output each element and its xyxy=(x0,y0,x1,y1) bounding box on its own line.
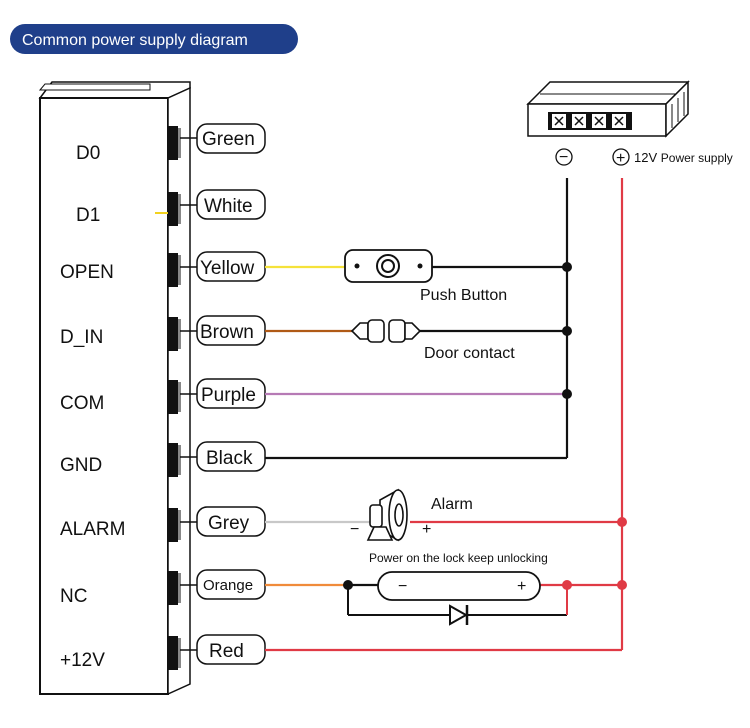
controller-body xyxy=(38,81,191,696)
pin-label-open: OPEN xyxy=(60,262,114,283)
terminal-blocks xyxy=(167,126,181,670)
lock-plus-sign: + xyxy=(517,578,526,595)
wire-label-boxes xyxy=(196,123,266,665)
alarm-minus-sign: − xyxy=(350,521,359,538)
junction-dot xyxy=(562,262,572,272)
terminal-stubs xyxy=(180,137,197,651)
psu-plus-terminal xyxy=(612,148,630,166)
pin-label-12v: +12V xyxy=(60,650,105,671)
junction-dot xyxy=(343,580,353,590)
junction-dot xyxy=(562,580,572,590)
pin-label-alarm: ALARM xyxy=(60,519,125,540)
wire-label-yellow: Yellow xyxy=(200,258,255,279)
pin-label-gnd: GND xyxy=(60,455,102,476)
banner-title: Common power supply diagram xyxy=(22,32,248,49)
pin-label-d0: D0 xyxy=(76,143,100,164)
door-contact-icon xyxy=(350,319,422,343)
alarm-plus-sign: + xyxy=(422,521,431,538)
title-banner: Common power supply diagram xyxy=(10,24,298,54)
junction-dot xyxy=(617,580,627,590)
wire-label-white: White xyxy=(204,196,253,217)
psu-minus-terminal xyxy=(555,148,573,166)
pin-label-nc: NC xyxy=(60,586,87,607)
pin-label-d1: D1 xyxy=(76,205,100,226)
junction-dot xyxy=(617,517,627,527)
black-bus xyxy=(265,178,569,460)
alarm-siren-icon xyxy=(366,488,408,542)
wire-label-black: Black xyxy=(206,448,253,469)
wire-label-purple: Purple xyxy=(201,385,256,406)
banner-bg xyxy=(10,24,298,54)
junction-dot xyxy=(562,389,572,399)
push-button-label: Push Button xyxy=(420,287,507,304)
wire-label-brown: Brown xyxy=(200,322,254,343)
power-supply xyxy=(526,80,690,138)
psu-voltage-label: 12V Power supply xyxy=(634,150,733,165)
electric-lock-icon xyxy=(377,571,541,601)
push-button-icon xyxy=(344,249,433,283)
pin-label-com: COM xyxy=(60,393,104,414)
wire-label-red: Red xyxy=(209,641,244,662)
door-contact-label: Door contact xyxy=(424,345,515,362)
pin-label-d-in: D_IN xyxy=(60,327,103,348)
wire-label-grey: Grey xyxy=(208,513,250,534)
alarm-label: Alarm xyxy=(431,496,473,513)
lock-minus-sign: − xyxy=(398,578,407,595)
psu-minus-sign: − xyxy=(559,149,568,166)
junction-dot xyxy=(562,326,572,336)
lock-note-label: Power on the lock keep unlocking xyxy=(369,551,548,565)
red-bus xyxy=(265,178,624,652)
wire-label-green: Green xyxy=(202,129,255,150)
psu-plus-sign: + xyxy=(616,150,625,167)
wire-label-orange: Orange xyxy=(203,577,253,594)
